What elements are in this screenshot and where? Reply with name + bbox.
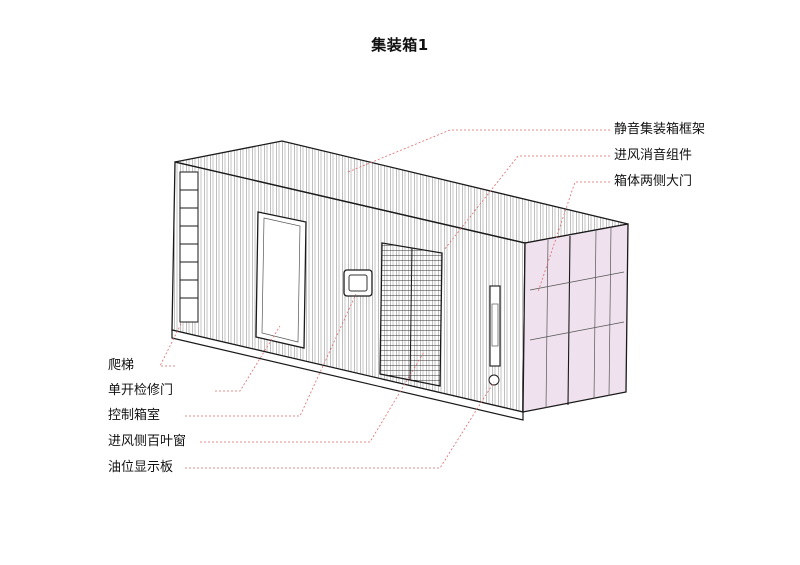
leader-ladder [159,321,183,367]
ladder-drawing [179,171,199,323]
leader-control-box [185,293,357,417]
callout-louver: 进风侧百叶窗 [108,434,187,449]
leader-intake-silencer [443,155,610,251]
callout-frame: 静音集装箱框架 [614,122,706,137]
leader-service-door [215,325,281,392]
callout-control-box: 控制箱室 [108,408,161,423]
callout-side-doors: 箱体两侧大门 [614,174,693,189]
leader-frame [347,129,610,173]
leader-oil-board [185,381,495,469]
oil-level-board-drawing [489,285,501,367]
callout-intake-silencer: 进风消音组件 [614,148,693,163]
container-bottom-rail [171,329,524,421]
end-doors-panel [522,223,629,413]
service-door-drawing [255,211,307,349]
leader-side-doors [537,181,610,293]
callout-oil-board: 油位显示板 [108,460,174,475]
diagram-title: 集装箱1 [371,36,429,54]
callout-service-door: 单开检修门 [108,383,174,398]
callout-ladder: 爬梯 [108,358,135,373]
leader-louver [200,351,425,443]
control-box-drawing [343,269,373,297]
